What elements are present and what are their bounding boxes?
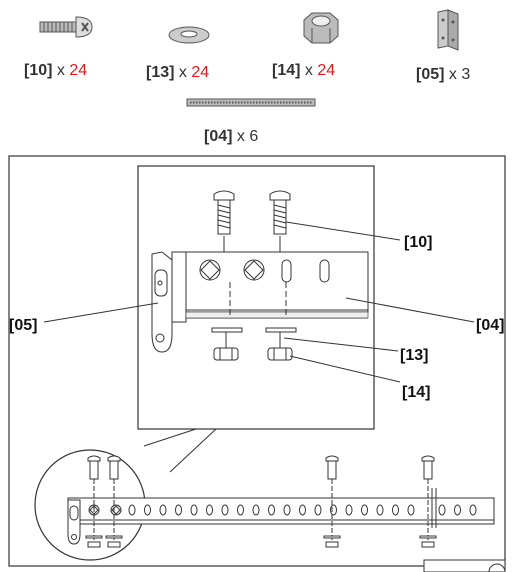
rail-hole: [159, 504, 167, 516]
rail-hole: [469, 504, 477, 516]
leader-14: [289, 355, 401, 383]
rail-hole: [345, 504, 353, 516]
rail-hole: [330, 504, 337, 516]
detail-screw-1: [213, 190, 235, 252]
leader-04: [345, 297, 475, 323]
rail-hole: [407, 504, 415, 516]
bracket-icon: [437, 9, 459, 51]
washer-icon: [168, 26, 210, 44]
rail-hole: [252, 504, 260, 516]
zoom-line-right: [169, 428, 217, 473]
callout-10: [10]: [404, 234, 432, 251]
rail-hole: [206, 504, 213, 516]
overview-bracket: [67, 499, 81, 545]
rail-hole: [361, 504, 368, 516]
part-label-10: [10] x 24: [24, 62, 88, 79]
rail-hole: [190, 504, 198, 516]
rail-hole: [392, 504, 399, 516]
rail-hole: [376, 504, 384, 516]
detail-screw-2: [269, 190, 291, 252]
part-label-13: [13] x 24: [146, 64, 210, 81]
rail-hole: [175, 504, 182, 516]
detail-bracket: [151, 251, 187, 353]
detail-washer-2: [265, 327, 297, 333]
rail-hole: [314, 504, 322, 516]
leader-13: [283, 337, 399, 352]
screw-icon: [39, 16, 93, 38]
callout-04: [04]: [476, 317, 504, 334]
rail-hole: [454, 504, 461, 516]
callout-13: [13]: [400, 347, 428, 364]
rail-hole: [438, 504, 446, 516]
nut-icon: [303, 12, 339, 44]
rail-hole: [283, 504, 291, 516]
parts-legend: [10] x 24 [13] x 24 [14] x 24 [05] x 3 […: [0, 0, 514, 150]
callout-05: [05]: [9, 317, 37, 334]
outer-frame: [8, 155, 506, 567]
part-label-05: [05] x 3: [416, 66, 471, 83]
leader-05: [43, 302, 159, 323]
detail-rail: [185, 251, 369, 319]
part-label-14: [14] x 24: [272, 62, 336, 79]
rail-hole: [299, 504, 306, 516]
callout-14: [14]: [402, 384, 430, 401]
overview-nuts: [85, 535, 437, 548]
detail-washer-1: [211, 327, 243, 333]
part-label-04: [04] x 6: [204, 128, 259, 145]
rail-hole: [268, 504, 275, 516]
zoom-line-left: [143, 428, 197, 447]
corner-circle: [488, 563, 506, 572]
detail-nut-2: [267, 347, 293, 361]
corner-tab: [423, 559, 506, 572]
rail-icon: [186, 98, 316, 107]
rail-hole: [128, 504, 136, 516]
leader-10: [285, 221, 401, 241]
rail-hole: [144, 504, 151, 516]
rail-hole: [221, 504, 229, 516]
detail-nut-1: [213, 347, 239, 361]
rail-hole: [237, 504, 244, 516]
